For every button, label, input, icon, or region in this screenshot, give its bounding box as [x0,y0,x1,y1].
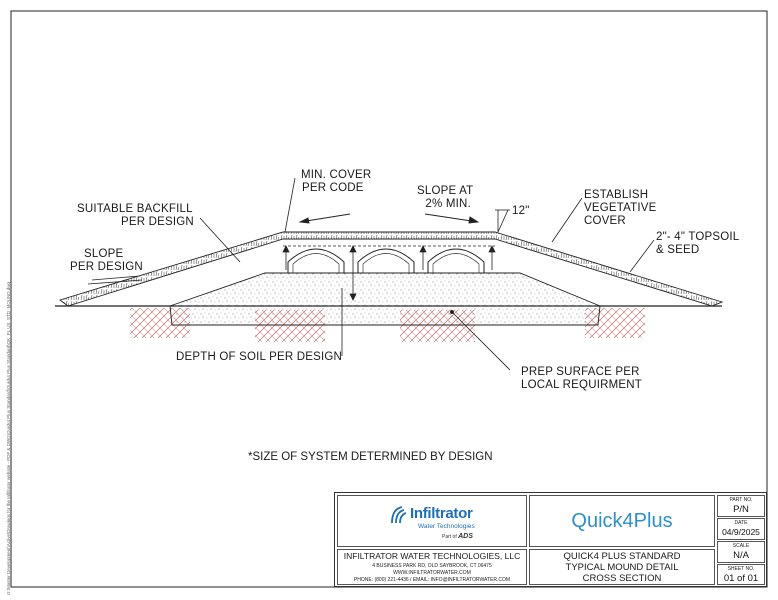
ads-logo: ADS [458,533,473,540]
date-value: 04/9/2025 [722,527,760,537]
drawing-title-line-3: CROSS SECTION [582,573,662,584]
depth-of-soil-label: DEPTH OF SOIL PER DESIGN [176,351,343,363]
date-label: DATE [734,520,748,526]
establish-line-3: COVER [584,215,626,227]
chamber-2 [357,248,415,274]
date-cell: DATE 04/9/2025 [717,518,765,540]
topsoil-line-2: & SEED [656,244,700,256]
sheet-value: 01 of 01 [723,573,759,584]
topsoil-line-1: 2"- 4" TOPSOIL [656,231,740,243]
drawing-title-cell: QUICK4 PLUS STANDARD TYPICAL MOUND DETAI… [529,549,715,585]
prep-line-2: LOCAL REQUIRMENT [521,379,642,391]
sheet-cell: SHEET NO. 01 of 01 [717,564,765,585]
suitable-backfill-label: SUITABLE BACKFILL PER DESIGN [77,203,194,229]
sheet-label: SHEET NO. [727,566,755,572]
prep-surface-dot [450,310,454,314]
logo-subtitle: Water Technologies [418,523,475,530]
twelve-inch-label: 12" [512,205,530,217]
min-cover-line-1: MIN. COVER [301,169,372,181]
part-no-value: P/N [733,504,749,515]
slope-arrows [298,213,480,224]
establish-line-1: ESTABLISH [584,189,649,201]
establish-line-2: VEGETATIVE [584,202,657,214]
logo-part-of-text: Part of [442,534,457,540]
slope-at-label: SLOPE AT 2% MIN. [417,185,473,211]
prep-line-1: PREP SURFACE PER [521,366,640,378]
vegetative-cover-label: ESTABLISH VEGETATIVE COVER [584,189,657,228]
part-no-label: PART NO. [729,497,753,503]
logo-cell: Infiltrator Water Technologies Part of A… [337,495,527,547]
product-cell: Quick4Plus [529,495,715,547]
chambers [287,248,485,274]
drawing-title-line-1: QUICK4 PLUS STANDARD [563,551,681,562]
cover-dimensions [282,245,496,301]
company-cell: INFILTRATOR WATER TECHNOLOGIES, LLC 4 BU… [337,549,527,585]
prep-surface-label: PREP SURFACE PER LOCAL REQUIRMENT [521,366,642,392]
min-cover-label: MIN. COVER PER CODE [301,169,371,195]
chamber-1 [287,248,345,274]
scale-value: N/A [733,550,749,561]
slope-pd-line-2: PER DESIGN [70,261,143,273]
suitable-line-1: SUITABLE BACKFILL [77,203,193,215]
slope-per-design-label: SLOPE PER DESIGN [70,248,143,274]
company-website: WWW.INFILTRATORWATER.COM [393,570,471,576]
slope-at-line-2: 2% MIN. [425,198,471,210]
logo-name: Infiltrator [410,505,473,522]
suitable-line-2: PER DESIGN [121,216,194,228]
product-logo: Quick4Plus [571,510,673,532]
part-no-cell: PART NO. P/N [717,495,765,517]
logo-part-of: Part of ADS [442,533,473,540]
sheet-border [10,10,768,588]
scale-cell: SCALE N/A [717,541,765,563]
company-address: 4 BUSINESS PARK RD, OLD SAYBROOK, CT 064… [372,563,492,569]
min-cover-line-2: PER CODE [302,182,364,194]
twelve-inch-dim [495,209,510,232]
title-block: Infiltrator Water Technologies Part of A… [334,492,767,587]
slope-pd-line-1: SLOPE [84,248,124,260]
company-contact: PHONE: (800) 221-4436 / EMAIL: INFO@INFI… [353,577,511,583]
mound-topsoil [59,231,724,307]
size-note: *SIZE OF SYSTEM DETERMINED BY DESIGN [248,451,493,463]
chamber-3 [427,248,485,274]
slope-at-line-1: SLOPE AT [417,185,474,197]
drawing-title-line-2: TYPICAL MOUND DETAIL [565,562,679,573]
leader-lines [87,177,655,371]
scale-label: SCALE [732,543,750,549]
file-path-text: G:\Master Development\Active\Drawings fo… [6,282,11,595]
sand-fill-bed [169,272,601,326]
company-name: INFILTRATOR WATER TECHNOLOGIES, LLC [343,551,521,561]
logo-mark [391,506,407,524]
topsoil-label: 2"- 4" TOPSOIL & SEED [656,231,739,257]
